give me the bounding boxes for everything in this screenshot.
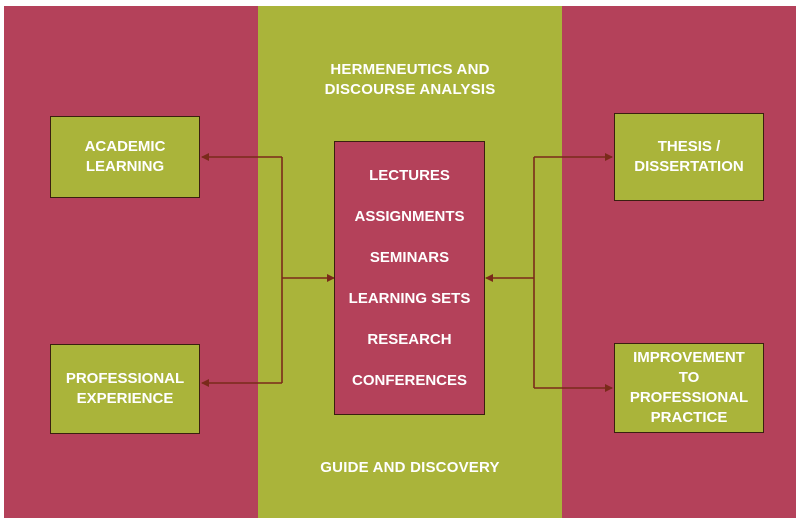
center-title-line-2: DISCOURSE ANALYSIS (324, 81, 496, 98)
thesis-line-1: THESIS / (657, 138, 721, 155)
activities-box: LECTURES ASSIGNMENTS SEMINARS LEARNING S… (334, 141, 485, 415)
professional-experience-line-1: PROFESSIONAL (65, 370, 185, 387)
thesis-dissertation-box: THESIS / DISSERTATION (614, 113, 764, 201)
center-title-line-1: HERMENEUTICS AND (330, 61, 490, 78)
thesis-line-2: DISSERTATION (634, 158, 744, 175)
academic-learning-line-1: ACADEMIC (84, 138, 166, 155)
academic-learning-line-2: LEARNING (85, 158, 165, 175)
improvement-line-4: PRACTICE (650, 409, 728, 426)
activity-item-conferences: CONFERENCES (351, 372, 467, 389)
activity-item-seminars: SEMINARS (369, 249, 450, 266)
activity-item-lectures: LECTURES (369, 167, 450, 184)
improvement-line-3: PROFESSIONAL (629, 389, 749, 406)
activity-item-research: RESEARCH (367, 331, 452, 348)
activity-item-assignments: ASSIGNMENTS (354, 208, 465, 225)
center-title: HERMENEUTICS AND DISCOURSE ANALYSIS (258, 60, 562, 100)
academic-learning-box: ACADEMIC LEARNING (50, 116, 200, 198)
improvement-practice-box: IMPROVEMENT TO PROFESSIONAL PRACTICE (614, 343, 764, 433)
improvement-line-2: TO (678, 369, 700, 386)
professional-experience-line-2: EXPERIENCE (76, 390, 174, 407)
center-footer: GUIDE AND DISCOVERY (320, 459, 500, 476)
activity-item-learning-sets: LEARNING SETS (348, 290, 471, 307)
professional-experience-box: PROFESSIONAL EXPERIENCE (50, 344, 200, 434)
improvement-line-1: IMPROVEMENT (633, 349, 745, 366)
